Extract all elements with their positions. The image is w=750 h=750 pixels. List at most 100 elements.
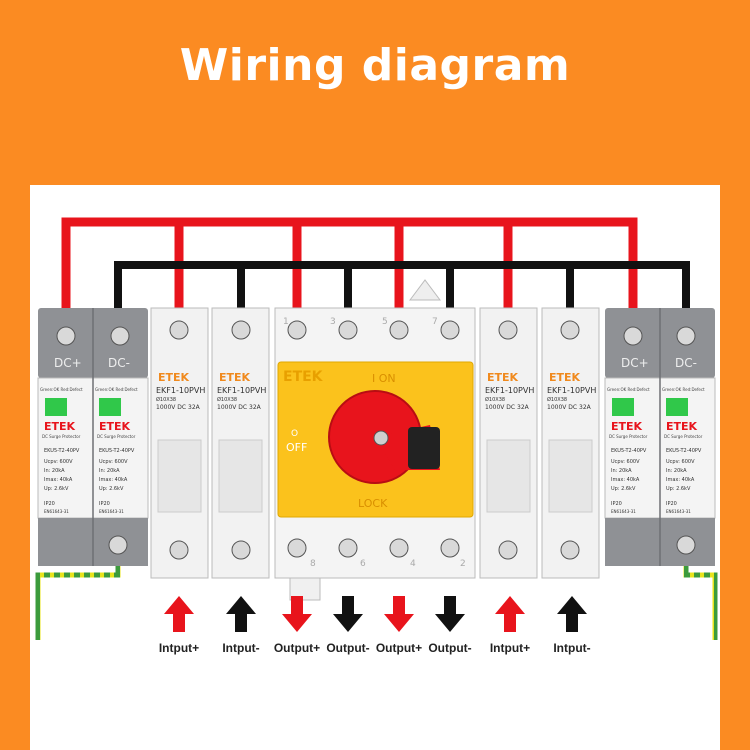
spd-left-ip-1: IP20 (44, 501, 55, 507)
spd-right-status-1: Green:OK Red:Defect (607, 387, 650, 392)
fuse-1-rating: 1000V DC 32A (156, 404, 201, 411)
arrow-label: Intput+ (158, 641, 200, 655)
spd-left-pole-1: DC+ (54, 356, 82, 370)
ground-wire-left (35, 565, 121, 640)
spd-left-std-1: EN61643-31 (44, 509, 69, 514)
spd-right-ip-2: IP20 (666, 501, 677, 507)
fuse-4-brand: ETEK (549, 371, 581, 384)
spd-left-type-1: DC Surge Protector (42, 434, 81, 439)
spd-left-ucpv-1: Ucpv: 600V (44, 459, 73, 465)
arrow-down-icon (282, 596, 312, 632)
terminal-bottom-8: 8 (310, 559, 316, 569)
isolator-brand: ETEK (283, 369, 324, 385)
spd-right-up-2: Up: 2.6kV (666, 486, 691, 492)
spd-right-imax-1: Imax: 40kA (611, 477, 640, 483)
spd-right-model-2: EKU5-T2-40PV (666, 448, 702, 454)
spd-left-in-2: In: 20kA (99, 468, 120, 474)
terminal-top-1: 1 (283, 317, 289, 327)
spd-left-in-1: In: 20kA (44, 468, 65, 474)
fuse-2-model: EKF1-10PVH (217, 386, 266, 395)
spd-right-pole-1: DC+ (621, 356, 649, 370)
isolator-on-label: I ON (372, 372, 396, 385)
terminal-top-7: 7 (432, 317, 438, 327)
spd-right-up-1: Up: 2.6kV (611, 486, 636, 492)
terminal-bottom-2: 2 (460, 559, 466, 569)
spd-left-pole-2: DC- (108, 356, 130, 370)
fuse-2-rating: 1000V DC 32A (217, 404, 262, 411)
negative-bus-wire (114, 261, 690, 310)
fuse-3-rating: 1000V DC 32A (485, 404, 530, 411)
spd-left-imax-2: Imax: 40kA (99, 477, 128, 483)
surge-protector-left (37, 308, 149, 566)
spd-left-imax-1: Imax: 40kA (44, 477, 73, 483)
arrow-label: Output- (428, 641, 472, 655)
fuse-3-size: Ø10X38 (485, 396, 505, 403)
spd-right-ucpv-2: Ucpv: 600V (666, 459, 695, 465)
spd-right-brand-1: ETEK (611, 420, 643, 433)
rotary-handle[interactable] (328, 390, 440, 484)
arrow-down-icon (435, 596, 465, 632)
terminal-bottom-4: 4 (410, 559, 416, 569)
arrow-label: Intput- (222, 641, 260, 655)
fuse-3-brand: ETEK (487, 371, 519, 384)
isolator-off-label: OFF (286, 441, 307, 454)
terminal-bottom-6: 6 (360, 559, 366, 569)
surge-protector-right (604, 308, 716, 566)
spd-left-status-1: Green:OK Red:Defect (40, 387, 83, 392)
arrow-up-icon (557, 596, 587, 632)
isolator-off-symbol: O (291, 429, 298, 439)
fuse-1-model: EKF1-10PVH (156, 386, 205, 395)
arrow-up-icon (226, 596, 256, 632)
spd-left-brand-1: ETEK (44, 420, 76, 433)
arrow-label: Output+ (273, 641, 321, 655)
spd-right-brand-2: ETEK (666, 420, 698, 433)
spd-right-pole-2: DC- (675, 356, 697, 370)
spd-right-status-2: Green:OK Red:Defect (662, 387, 705, 392)
arrow-label: Output+ (375, 641, 423, 655)
spd-left-brand-2: ETEK (99, 420, 131, 433)
spd-right-type-2: DC Surge Protector (664, 434, 703, 439)
arrow-down-icon (384, 596, 414, 632)
fuse-holder-4 (541, 307, 600, 579)
spd-right-std-2: EN61643-31 (666, 509, 691, 514)
spd-right-in-1: In: 20kA (611, 468, 632, 474)
spd-right-imax-2: Imax: 40kA (666, 477, 695, 483)
spd-left-ip-2: IP20 (99, 501, 110, 507)
spd-left-status-2: Green:OK Red:Defect (95, 387, 138, 392)
fuse-4-rating: 1000V DC 32A (547, 404, 592, 411)
spd-right-std-1: EN61643-31 (611, 509, 636, 514)
flow-arrows (164, 596, 587, 632)
arrow-up-icon (164, 596, 194, 632)
page-title: Wiring diagram (179, 40, 571, 91)
spd-left-ucpv-2: Ucpv: 600V (99, 459, 128, 465)
fuse-holder-1 (150, 307, 209, 579)
arrow-label: Output- (326, 641, 370, 655)
spd-left-std-2: EN61643-31 (99, 509, 124, 514)
ground-wire-right (683, 565, 718, 640)
fuse-4-model: EKF1-10PVH (547, 386, 596, 395)
spd-right-model-1: EKU5-T2-40PV (611, 448, 647, 454)
spd-right-type-1: DC Surge Protector (609, 434, 648, 439)
fuse-2-brand: ETEK (219, 371, 251, 384)
fuse-3-model: EKF1-10PVH (485, 386, 534, 395)
fuse-2-size: Ø10X38 (217, 396, 237, 403)
terminal-top-3: 3 (330, 317, 336, 327)
terminal-top-5: 5 (382, 317, 388, 327)
spd-left-type-2: DC Surge Protector (97, 434, 136, 439)
fuse-holder-3 (479, 307, 538, 579)
isolator-lock-label: LOCK (358, 497, 388, 510)
arrow-label: Intput- (553, 641, 591, 655)
spd-right-in-2: In: 20kA (666, 468, 687, 474)
fuse-1-brand: ETEK (158, 371, 190, 384)
spd-left-model-1: EKU5-T2-40PV (44, 448, 80, 454)
fuse-1-size: Ø10X38 (156, 396, 176, 403)
spd-left-up-2: Up: 2.6kV (99, 486, 124, 492)
arrow-up-icon (495, 596, 525, 632)
spd-right-ip-1: IP20 (611, 501, 622, 507)
fuse-4-size: Ø10X38 (547, 396, 567, 403)
arrow-label: Intput+ (489, 641, 531, 655)
fuse-holder-2 (211, 307, 270, 579)
arrow-down-icon (333, 596, 363, 632)
spd-left-model-2: EKU5-T2-40PV (99, 448, 135, 454)
